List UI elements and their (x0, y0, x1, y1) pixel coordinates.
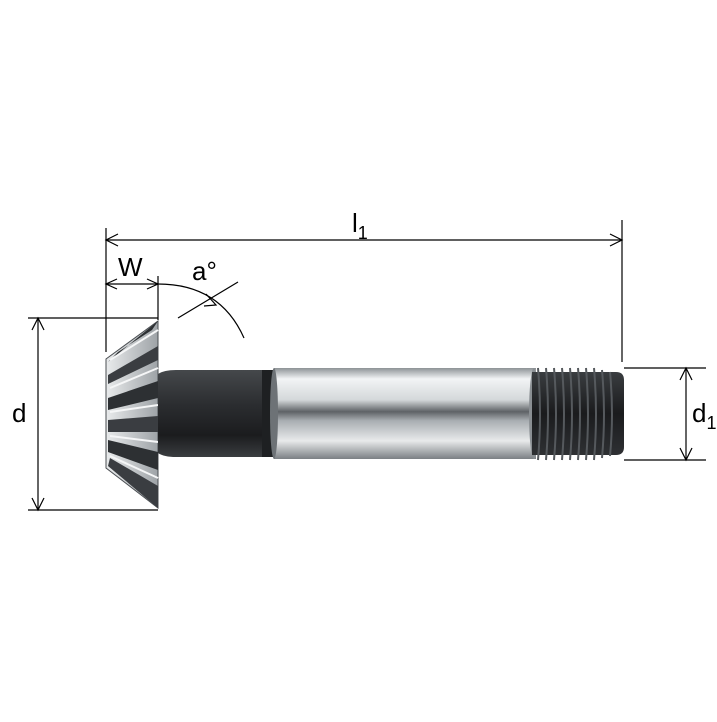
cutting-head (105, 320, 159, 510)
threaded-end (532, 367, 624, 461)
cutter-tool (105, 320, 624, 510)
dimension-lines (28, 220, 706, 511)
label-d1: d1 (692, 398, 716, 433)
label-w: W (118, 252, 143, 282)
dark-neck (158, 370, 274, 457)
label-angle: a° (192, 256, 217, 286)
label-l1: l1 (352, 208, 368, 243)
shank (270, 368, 539, 459)
label-d: d (12, 398, 26, 428)
dimension-labels: l1 W a° d d1 (12, 208, 716, 433)
arrowheads (31, 233, 693, 512)
